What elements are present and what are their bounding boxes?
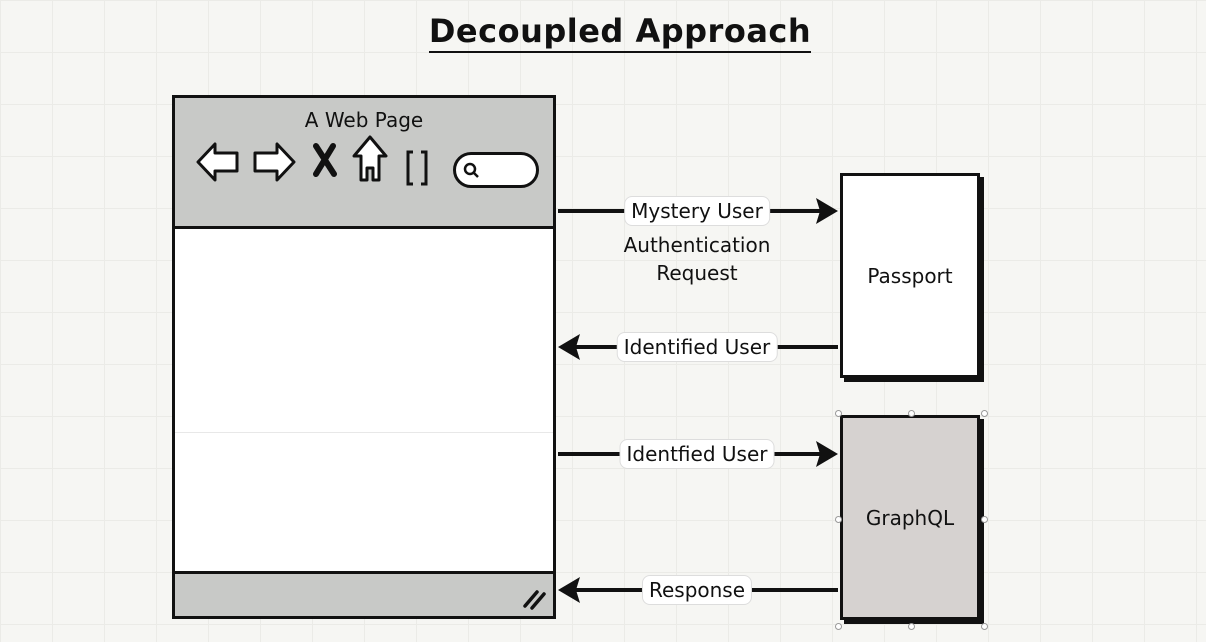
search-field [453,152,539,188]
arrow-label-identfied-user: Identfied User [619,439,775,469]
selection-handle [835,410,842,417]
selection-handle [908,410,915,417]
selection-handle [908,623,915,630]
selection-handle [835,516,842,523]
selection-handle [981,516,988,523]
passport-box: Passport [840,173,980,378]
note-line-1: Authentication [623,233,771,257]
browser-toolbar: A Web Page [175,98,553,229]
back-arrow-icon [196,142,239,182]
selection-handle [835,623,842,630]
selection-handle [981,410,988,417]
arrow-label-mystery-user: Mystery User [624,196,770,226]
resize-grip-icon [523,590,546,610]
arrow-label-identified-user: Identified User [616,332,778,362]
forward-arrow-icon [253,142,296,182]
close-x-icon [313,143,337,177]
passport-label: Passport [867,263,953,288]
arrow-label-response: Response [641,575,753,605]
selection-handle [981,623,988,630]
home-icon [352,135,388,182]
search-icon [463,162,479,178]
web-page-mockup: A Web Page [172,95,556,619]
reload-icon [406,150,428,186]
content-divider [175,432,553,433]
note-line-2: Request [656,261,738,285]
browser-status-bar [175,571,553,616]
arrow-note-auth-request: Authentication Request [624,231,771,287]
diagram-title: Decoupled Approach [0,12,1206,53]
graphql-label: GraphQL [865,505,955,530]
browser-title: A Web Page [304,108,424,132]
graphql-box: GraphQL [840,415,980,620]
